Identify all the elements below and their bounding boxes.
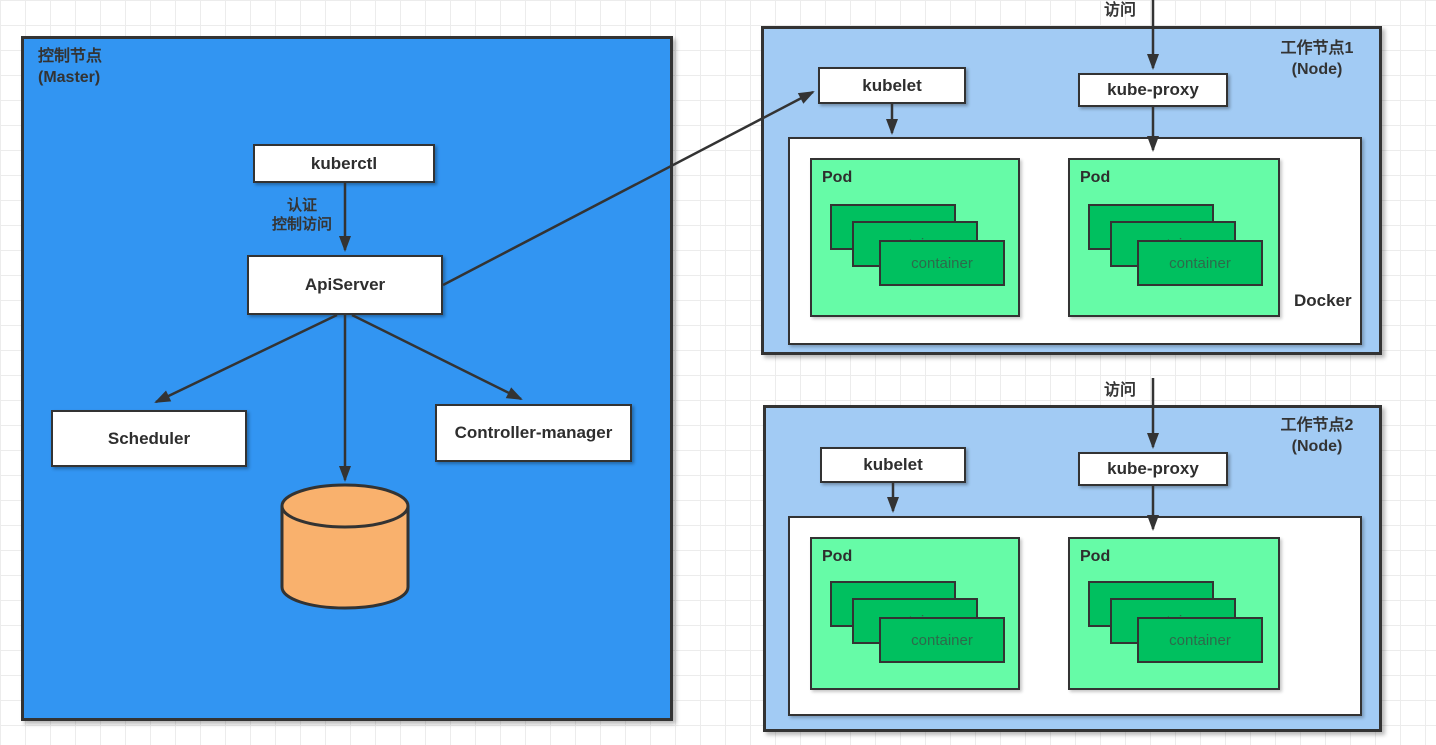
worker1-kubelet-box: kubelet [818,67,966,104]
pod-label: Pod [822,548,853,565]
worker-node-2-title-line1: 工作节点2 [1280,417,1354,434]
scheduler-label: Scheduler [107,428,191,448]
worker2-kube-proxy-label: kube-proxy [1107,459,1199,478]
worker2-kubelet-box: kubelet [820,447,966,483]
container-rect: container [1137,617,1263,663]
worker-node-2-title: 工作节点2 (Node) [1262,415,1372,457]
worker1-docker-area: Pod container container container Pod co… [788,137,1362,345]
worker-node-1-title: 工作节点1 (Node) [1262,38,1372,80]
master-title-line1: 控制节点 [38,48,103,65]
container-label: container [911,254,973,272]
apiserver-box: ApiServer [247,255,443,315]
worker1-kubelet-label: kubelet [862,75,922,95]
worker2-pod-1: Pod container container container [810,537,1020,690]
auth-access-label: 认证控制访问 [250,196,354,234]
pod-label: Pod [1080,548,1111,565]
auth-label-line1: 认证 [286,197,317,214]
auth-label-line2: 控制访问 [271,216,332,233]
master-zone-title: 控制节点 (Master) [38,46,102,88]
container-rect: container [879,240,1005,286]
worker-node-2-title-line2: (Node) [1291,438,1343,455]
kuberctl-box: kuberctl [253,144,435,183]
worker1-kube-proxy-label: kube-proxy [1107,80,1199,99]
worker1-kube-proxy-box: kube-proxy [1078,73,1228,107]
controller-manager-box: Controller-manager [435,404,632,462]
apiserver-label: ApiServer [304,275,386,294]
container-rect: container [879,617,1005,663]
worker2-docker-area: Pod container container container Pod co… [788,516,1362,716]
container-label: container [911,631,973,649]
master-title-line2: (Master) [38,69,101,86]
worker-node-1-title-line2: (Node) [1291,61,1343,78]
controller-manager-label: Controller-manager [454,423,613,442]
worker2-pod-2: Pod container container container [1068,537,1280,690]
worker-node-2-zone: 工作节点2 (Node) kubelet kube-proxy Pod conta… [763,405,1382,732]
docker-label: Docker [1294,291,1352,310]
worker-node-1-zone: 工作节点1 (Node) kubelet kube-proxy Pod conta… [761,26,1382,355]
pod-label: Pod [1080,169,1111,186]
worker2-kubelet-label: kubelet [863,455,923,474]
worker-node-1-title-line1: 工作节点1 [1280,40,1354,57]
worker1-pod-2: Pod container container container [1068,158,1280,317]
worker2-access-label: 访问 [1103,382,1136,399]
container-label: container [1169,631,1231,649]
master-zone: 控制节点 (Master) kuberctl 认证控制访问 ApiServer S… [21,36,673,721]
kuberctl-label: kuberctl [310,153,378,173]
container-rect: container [1137,240,1263,286]
worker1-access-label: 访问 [1103,2,1136,19]
etcd-label: etcd [328,560,362,577]
container-label: container [1169,254,1231,272]
worker2-kube-proxy-box: kube-proxy [1078,452,1228,486]
pod-label: Pod [822,169,853,186]
worker1-pod-1: Pod container container container [810,158,1020,317]
scheduler-box: Scheduler [51,410,247,467]
